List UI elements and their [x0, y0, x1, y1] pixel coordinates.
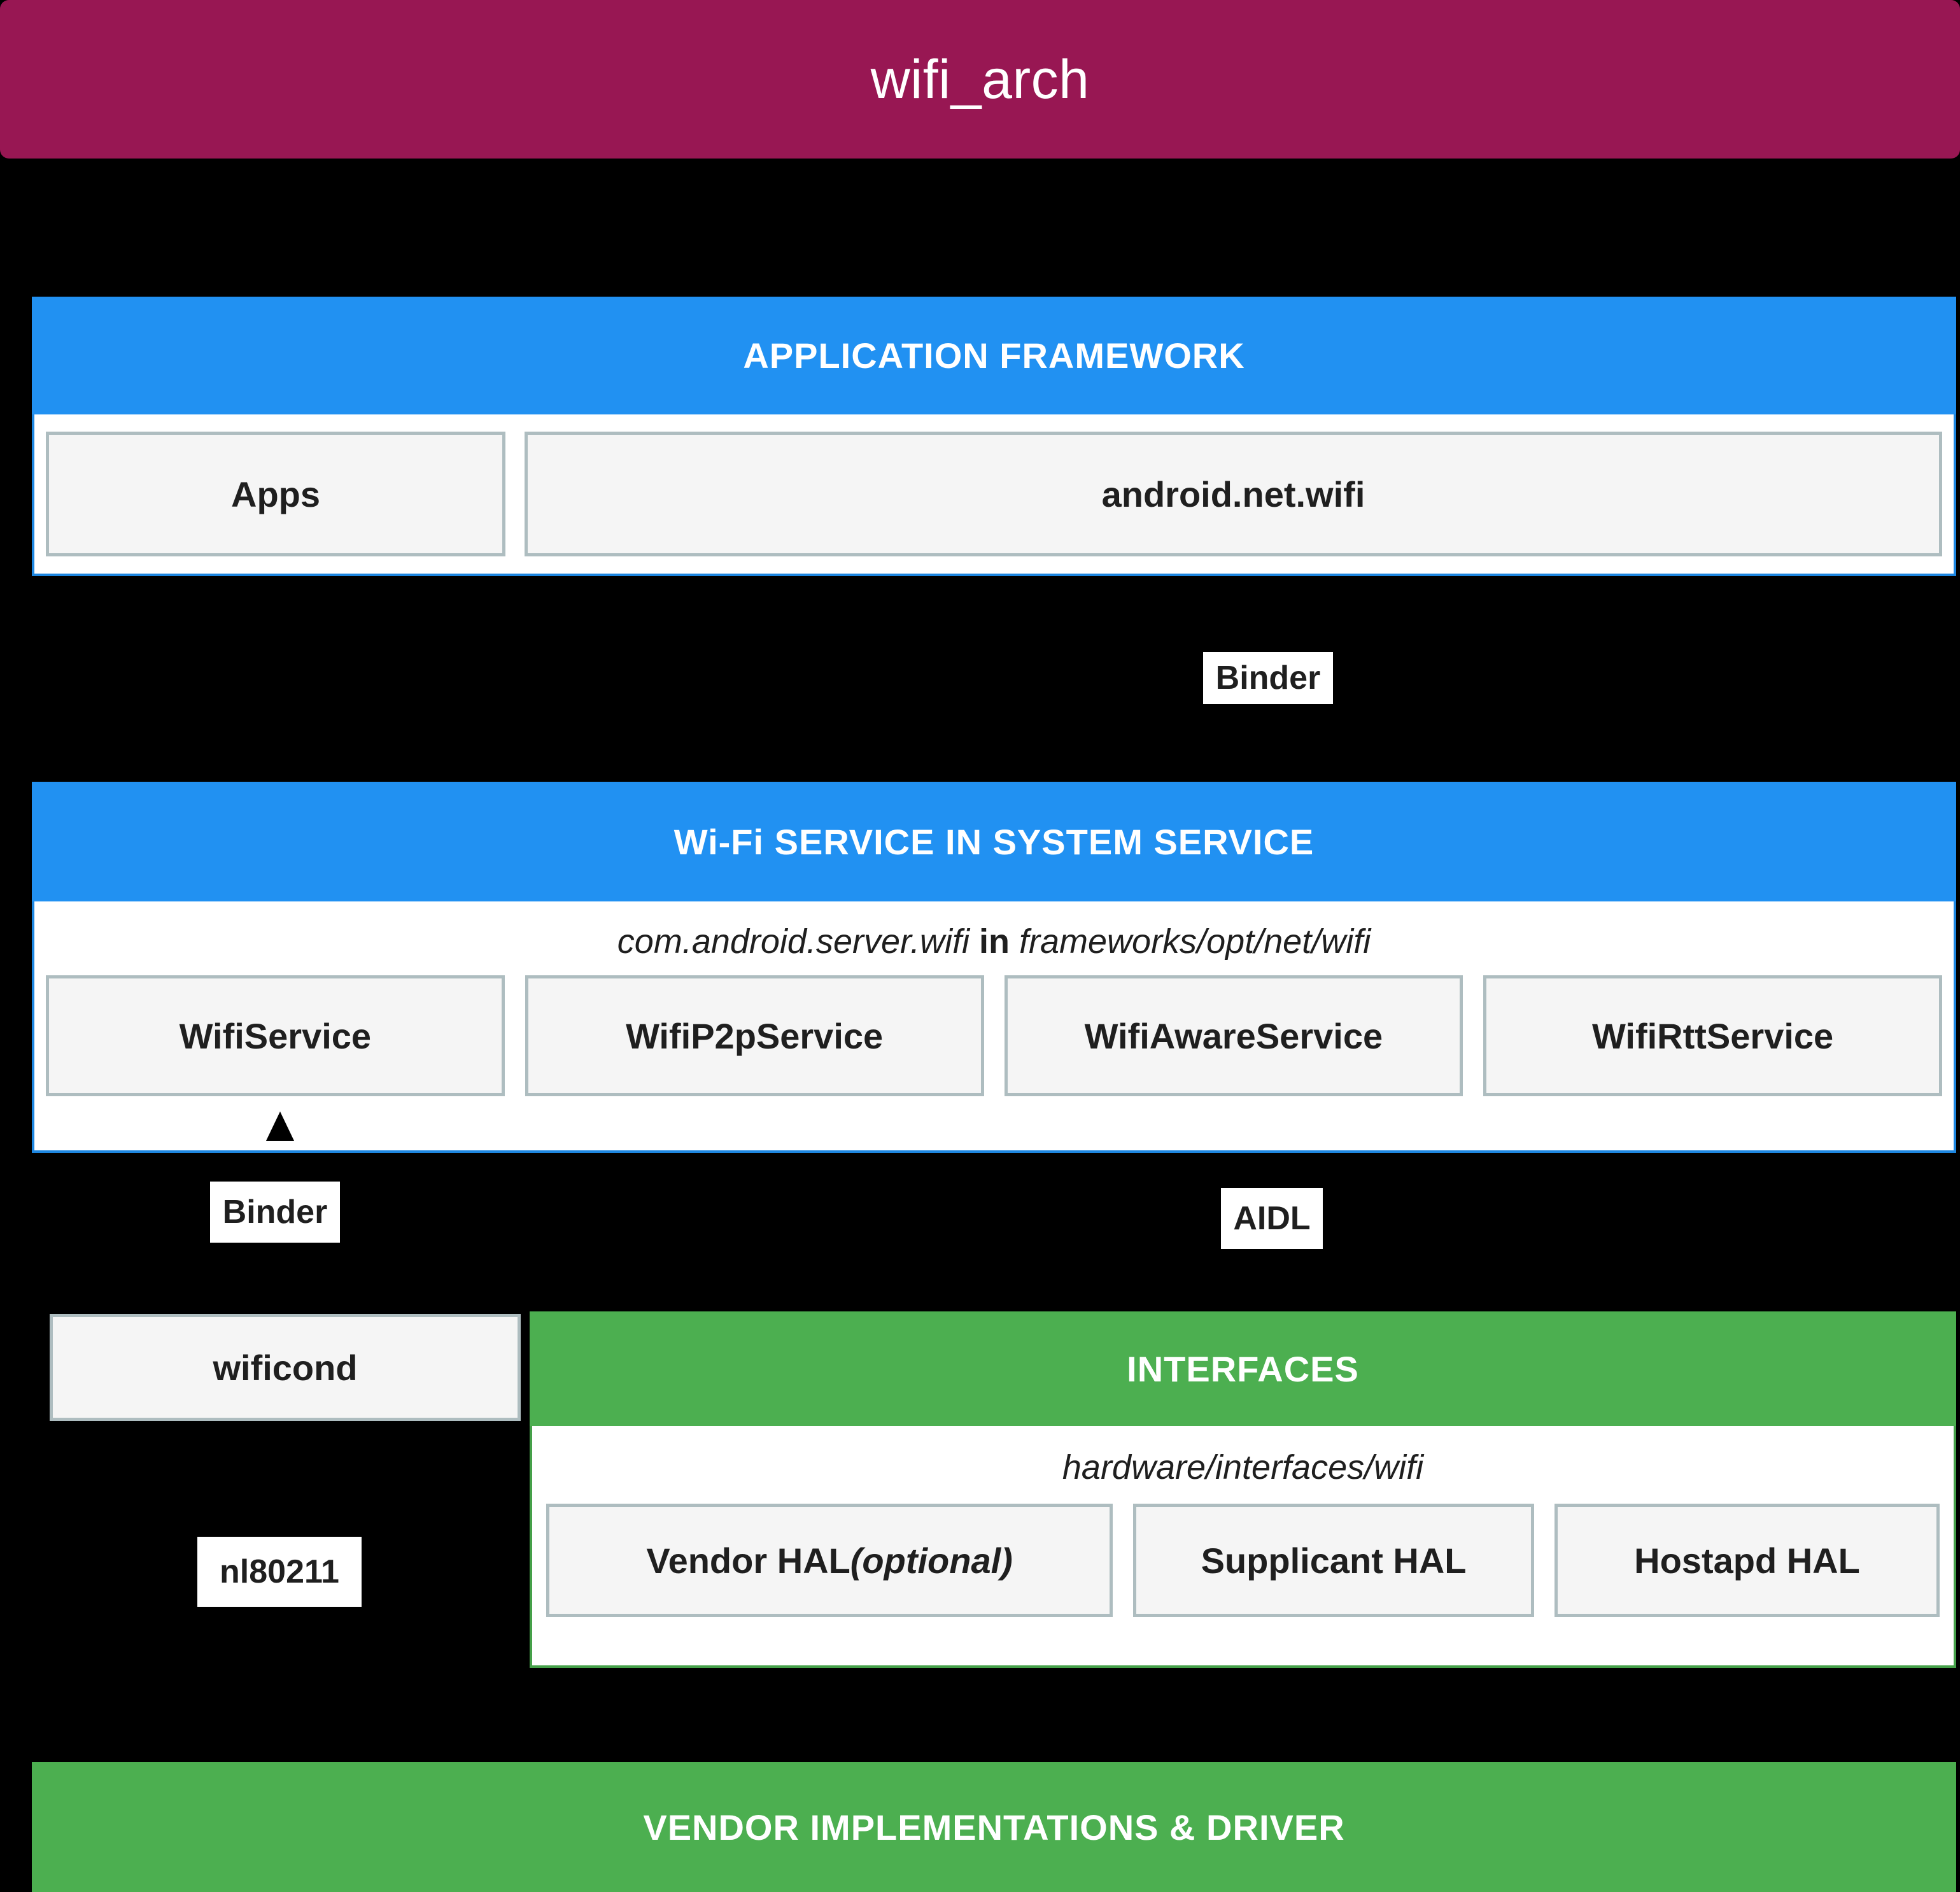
interfaces-header: INTERFACES	[530, 1311, 1956, 1426]
application-framework-body: Apps android.net.wifi	[32, 414, 1956, 576]
box-vendor-hal[interactable]: Vendor HAL (optional)	[546, 1504, 1113, 1617]
layer-interfaces: INTERFACES hardware/interfaces/wifi Vend…	[530, 1311, 1956, 1668]
layer-application-framework: APPLICATION FRAMEWORK Apps android.net.w…	[32, 297, 1956, 576]
vendor-implementations-label: VENDOR IMPLEMENTATIONS & DRIVER	[643, 1807, 1345, 1847]
interfaces-path: hardware/interfaces/wifi	[1062, 1448, 1424, 1486]
application-framework-header: APPLICATION FRAMEWORK	[32, 297, 1956, 414]
layer-vendor-implementations: VENDOR IMPLEMENTATIONS & DRIVER	[32, 1762, 1956, 1892]
box-hostapd-hal[interactable]: Hostapd HAL	[1554, 1504, 1940, 1617]
wifi-service-box-row: WifiService WifiP2pService WifiAwareServ…	[34, 975, 1954, 1096]
connector-label-binder-mid: Binder	[210, 1182, 340, 1243]
connector-label-nl80211: nl80211	[197, 1537, 362, 1607]
connector-label-aidl: AIDL	[1221, 1188, 1323, 1249]
wifi-service-path-prefix: com.android.server.wifi	[617, 922, 969, 961]
box-wificond[interactable]: wificond	[50, 1314, 521, 1421]
box-wifirttservice[interactable]: WifiRttService	[1483, 975, 1942, 1096]
arrow-down-to-vendor-icon	[1266, 1743, 1279, 1765]
wifi-service-path-suffix: frameworks/opt/net/wifi	[1019, 922, 1371, 961]
wifi-service-header: Wi-Fi SERVICE IN SYSTEM SERVICE	[32, 782, 1956, 901]
box-wifiawareservice[interactable]: WifiAwareService	[1004, 975, 1463, 1096]
wifi-service-body: com.android.server.wifi in frameworks/op…	[32, 901, 1956, 1153]
box-vendor-hal-optional: (optional)	[850, 1540, 1013, 1581]
wifi-service-path-keyword: in	[979, 922, 1010, 961]
box-wifip2pservice[interactable]: WifiP2pService	[525, 975, 984, 1096]
page-title: wifi_arch	[870, 48, 1090, 110]
interfaces-body: hardware/interfaces/wifi Vendor HAL (opt…	[530, 1426, 1956, 1668]
title-bar: wifi_arch	[0, 0, 1960, 159]
layer-wifi-service: Wi-Fi SERVICE IN SYSTEM SERVICE com.andr…	[32, 782, 1956, 1153]
interfaces-box-row: Vendor HAL (optional) Supplicant HAL Hos…	[532, 1504, 1954, 1617]
wifi-service-path: com.android.server.wifi in frameworks/op…	[617, 910, 1371, 975]
application-framework-box-row: Apps android.net.wifi	[34, 430, 1954, 558]
box-android-net-wifi[interactable]: android.net.wifi	[525, 432, 1942, 556]
box-wifiservice[interactable]: WifiService	[46, 975, 505, 1096]
box-apps[interactable]: Apps	[46, 432, 505, 556]
arrow-up-to-wifiservice-icon	[266, 1112, 294, 1141]
box-vendor-hal-label: Vendor HAL	[646, 1540, 850, 1581]
box-supplicant-hal[interactable]: Supplicant HAL	[1133, 1504, 1534, 1617]
connector-label-binder-top: Binder	[1203, 652, 1333, 704]
